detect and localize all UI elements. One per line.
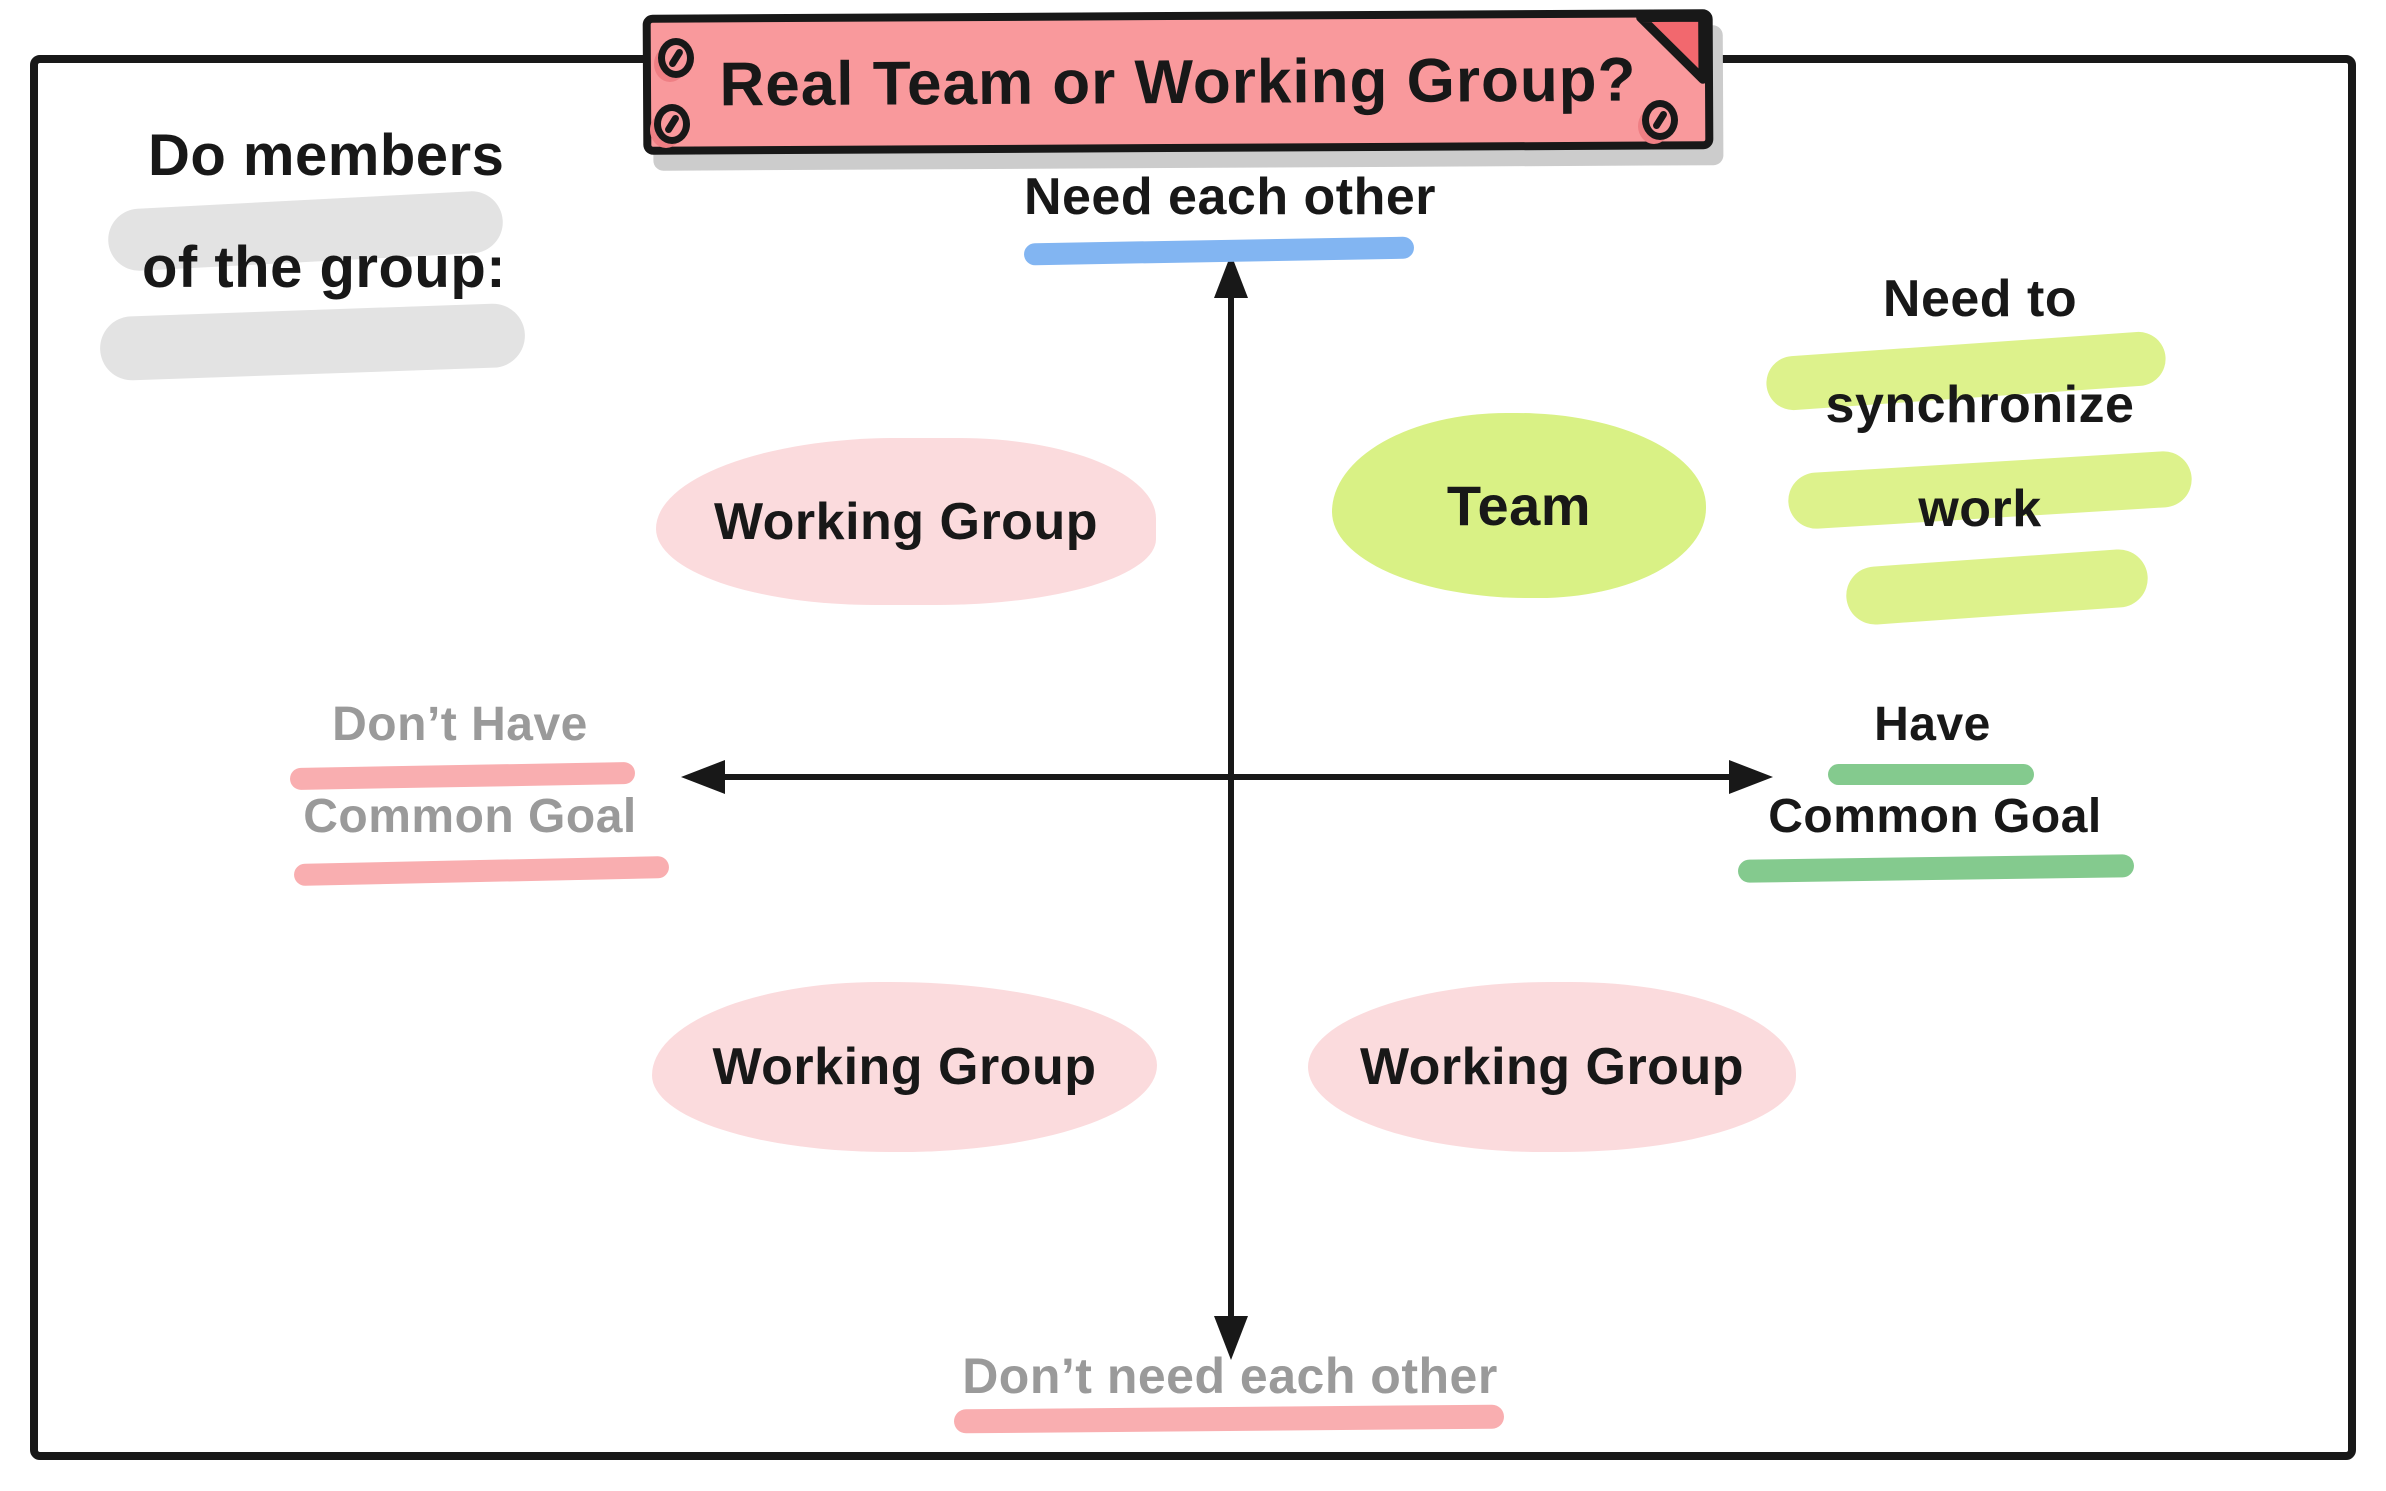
axis-label-right-line-1: Have [1874,698,1991,751]
pink-underline [953,1404,1505,1434]
quadrant-label-top-right: Team [1446,474,1592,537]
arrow-left-head-icon [681,760,725,794]
quadrant-label-top-left: Working Group [714,492,1098,551]
quadrant-blob-bottom-right: Working Group [1308,982,1796,1152]
axis-label-left-line-1: Don’t Have [332,698,588,751]
screw-icon [658,38,694,78]
title-banner: Real Team or Working Group? [642,9,1714,155]
quadrant-label-bottom-right: Working Group [1360,1038,1744,1096]
question-line-2: of the group: [142,235,507,300]
screw-slot-icon [667,47,685,69]
screw-slot-icon [1651,109,1669,131]
side-note-line-2: synchronize [1825,376,2135,434]
question-line-1: Do members [148,123,505,188]
screw-slot-icon [663,113,681,135]
axis-label-left-line-2: Common Goal [303,790,637,843]
screw-icon [1642,100,1678,140]
y-axis-line [1228,290,1234,1322]
quadrant-blob-bottom-left: Working Group [652,982,1157,1152]
quadrant-label-bottom-left: Working Group [712,1038,1097,1096]
axis-label-bottom: Don’t need each other [962,1348,1498,1404]
x-axis-line [716,774,1736,780]
quadrant-blob-top-right: Team [1332,413,1706,598]
page-title: Real Team or Working Group? [719,45,1637,119]
axis-label-top: Need each other [1023,168,1437,226]
side-note-line-3: work [1918,480,2042,538]
axis-label-right-line-2: Common Goal [1768,790,2102,843]
screw-icon [654,104,690,144]
green-underline [1828,764,2034,785]
side-note-line-1: Need to [1882,270,2078,328]
quadrant-blob-top-left: Working Group [656,438,1156,605]
arrow-right-head-icon [1729,760,1773,794]
arrow-down-head-icon [1214,1316,1248,1360]
banner-fold-corner-icon [1636,12,1708,84]
